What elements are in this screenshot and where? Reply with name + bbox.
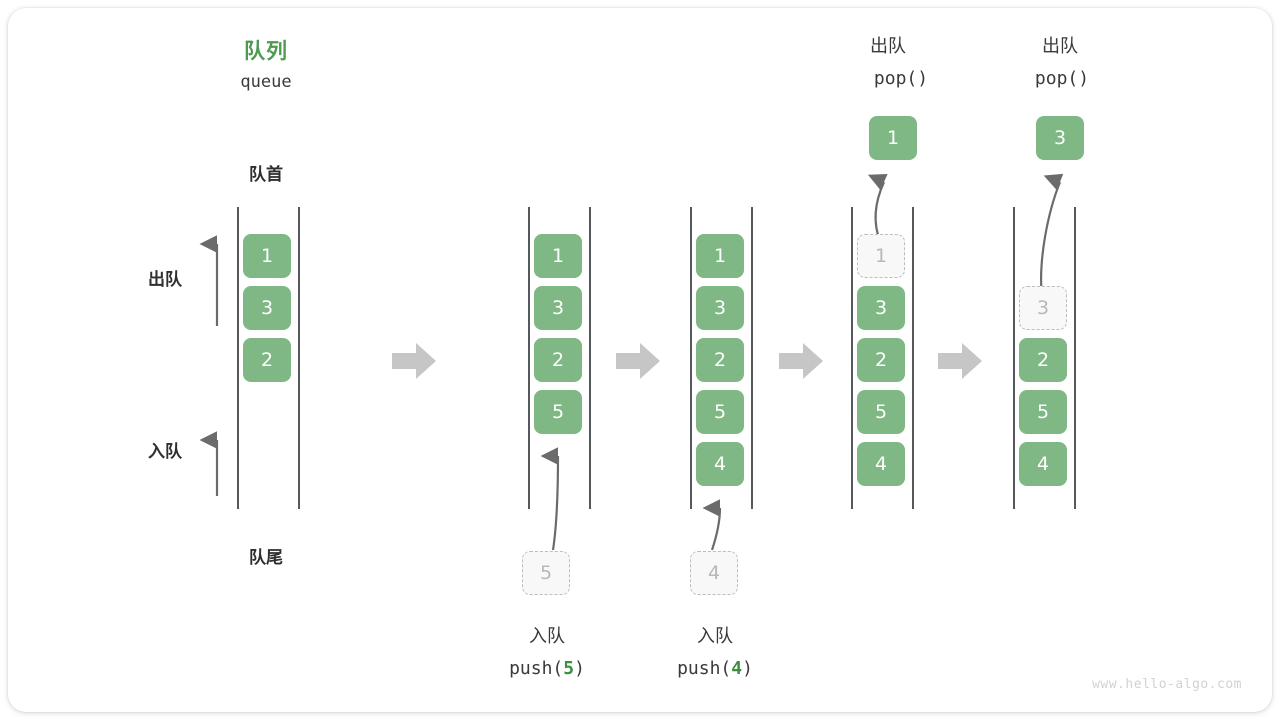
- queue-rail-right: [751, 207, 753, 509]
- queue-cell: 2: [696, 338, 744, 382]
- incoming-ghost-cell: 4: [690, 551, 738, 595]
- step-separator-chevron-icon: [392, 343, 436, 379]
- step-separator-chevron-icon: [938, 343, 982, 379]
- queue-cell: 5: [857, 390, 905, 434]
- queue-cell: 2: [1019, 338, 1067, 382]
- queue-cell: 3: [243, 286, 291, 330]
- pop-arrow-icon: [1040, 173, 1064, 299]
- enqueue-arrow-icon: [199, 431, 219, 496]
- popped-cell: 3: [1036, 116, 1084, 160]
- queue-rail-left: [1013, 207, 1015, 509]
- queue-rail-right: [589, 207, 591, 509]
- queue-title-cn: 队列: [244, 39, 288, 63]
- push-code-suffix: ): [742, 658, 753, 679]
- pop-header-label: 出队: [870, 36, 906, 57]
- queue-cell: 3: [696, 286, 744, 330]
- push-code-arg: 5: [563, 658, 575, 679]
- queue-title-en: queue: [240, 72, 292, 92]
- queue-rail-right: [912, 207, 914, 509]
- queue-cell: 5: [1019, 390, 1067, 434]
- pop-header-code: pop(): [1034, 68, 1090, 89]
- pop-header-code: pop(): [873, 68, 929, 89]
- step-separator-chevron-icon: [616, 343, 660, 379]
- queue-rail-left: [851, 207, 853, 509]
- pop-header-label: 出队: [1042, 36, 1078, 57]
- popped-cell: 1: [869, 116, 917, 160]
- push-footer-label: 入队: [529, 626, 565, 647]
- step-separator-chevron-icon: [779, 343, 823, 379]
- queue-rail-left: [690, 207, 692, 509]
- push-footer-code: push(5): [509, 658, 585, 679]
- watermark: www.hello-algo.com: [1092, 677, 1242, 692]
- push-arrow-icon: [702, 499, 722, 551]
- queue-rail-left: [528, 207, 530, 509]
- push-footer-code: push(4): [677, 658, 753, 679]
- queue-cell: 1: [696, 234, 744, 278]
- queue-cell: 2: [857, 338, 905, 382]
- queue-cell: 5: [534, 390, 582, 434]
- queue-cell: 1: [243, 234, 291, 278]
- push-footer-label: 入队: [697, 626, 733, 647]
- queue-cell: 2: [534, 338, 582, 382]
- dequeue-label: 出队: [148, 270, 182, 290]
- queue-cell: 5: [696, 390, 744, 434]
- queue-cell: 1: [534, 234, 582, 278]
- queue-rail-right: [1074, 207, 1076, 509]
- enqueue-label: 入队: [148, 442, 182, 462]
- front-label: 队首: [249, 165, 283, 185]
- rear-label: 队尾: [249, 548, 283, 568]
- queue-cell: 4: [696, 442, 744, 486]
- push-code-prefix: push(: [509, 658, 564, 679]
- queue-rail-left: [237, 207, 239, 509]
- queue-cell: 3: [534, 286, 582, 330]
- queue-cell-ghost: 3: [1019, 286, 1067, 330]
- dequeue-arrow-icon: [199, 235, 219, 326]
- incoming-ghost-cell: 5: [522, 551, 570, 595]
- queue-cell: 3: [857, 286, 905, 330]
- push-code-prefix: push(: [677, 658, 732, 679]
- push-arrow-icon: [540, 447, 560, 551]
- queue-cell-ghost: 1: [857, 234, 905, 278]
- queue-cell: 2: [243, 338, 291, 382]
- push-code-suffix: ): [574, 658, 585, 679]
- queue-cell: 4: [1019, 442, 1067, 486]
- queue-cell: 4: [857, 442, 905, 486]
- push-code-arg: 4: [731, 658, 743, 679]
- queue-rail-right: [298, 207, 300, 509]
